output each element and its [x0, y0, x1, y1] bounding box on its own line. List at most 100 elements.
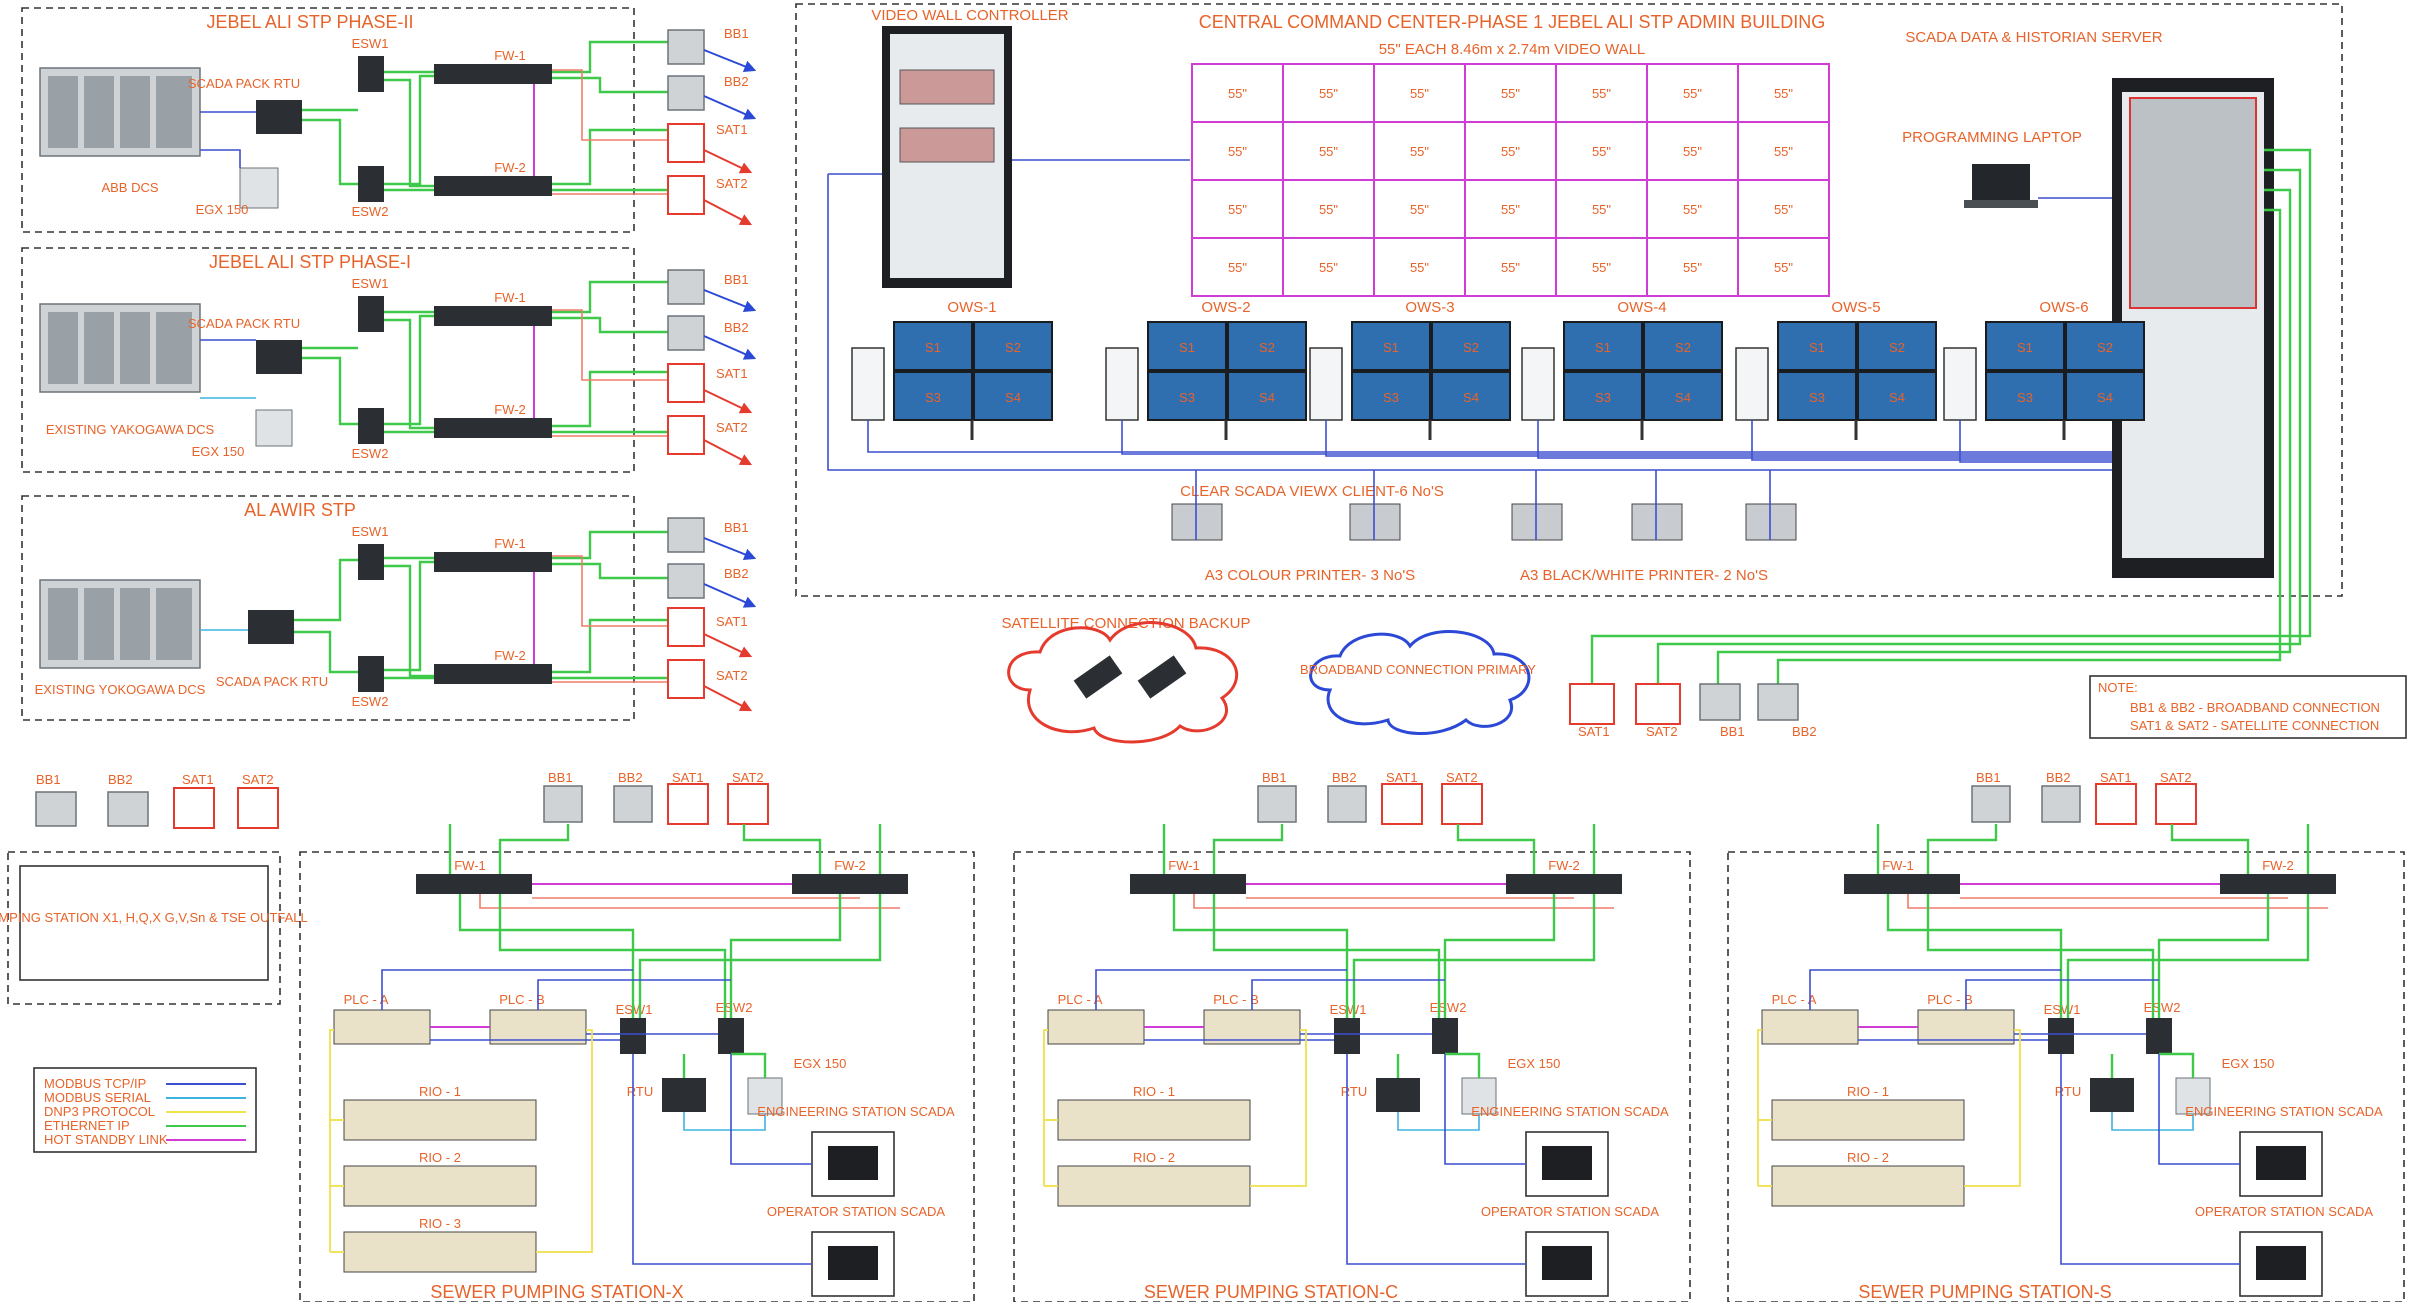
bb2-label: BB2 — [724, 566, 749, 581]
tile-label: 55" — [1774, 260, 1793, 275]
engineering-station-label: ENGINEERING STATION SCADA — [2185, 1104, 2383, 1119]
tile-label: 55" — [1501, 202, 1520, 217]
modem-icon — [613, 785, 653, 823]
satellite-dish-icon — [237, 787, 279, 829]
tile-label: 55" — [1228, 86, 1247, 101]
fw1-icon — [416, 874, 532, 894]
video-wall-tile: 55" — [1191, 121, 1284, 181]
satellite-dish-icon — [727, 783, 769, 825]
scada-clients-label: CLEAR SCADA VIEWX CLIENT-6 No'S — [1180, 483, 1444, 500]
satellite-dish-icon — [1381, 783, 1423, 825]
plc-a-label: PLC - A — [1772, 992, 1817, 1007]
printer-icon — [1745, 503, 1797, 541]
video-wall-tile: 55" — [1737, 121, 1830, 181]
screen-label: S1 — [1179, 340, 1195, 355]
tile-label: 55" — [1592, 144, 1611, 159]
tile-label: 55" — [1228, 144, 1247, 159]
fw2-icon — [2220, 874, 2336, 894]
video-wall-controller-rack — [882, 26, 1012, 288]
fw2-icon — [434, 176, 552, 196]
tile-label: 55" — [1319, 86, 1338, 101]
abb-dcs-cabinet — [39, 67, 201, 157]
modem-icon — [667, 269, 705, 305]
tile-label: 55" — [1319, 202, 1338, 217]
video-wall-tile: 55" — [1646, 63, 1739, 123]
screen-label: S4 — [1005, 390, 1021, 405]
legend-label: MODBUS SERIAL — [44, 1090, 151, 1105]
rtu-icon — [248, 610, 294, 644]
tile-label: 55" — [1410, 260, 1429, 275]
esw2-label: ESW2 — [352, 446, 389, 461]
tile-label: 55" — [1410, 202, 1429, 217]
site-phase2-frame — [21, 7, 635, 233]
video-wall-tile: 55" — [1464, 237, 1557, 297]
fw1-label: FW-1 — [1882, 858, 1914, 873]
monitor-icon — [1542, 1246, 1592, 1280]
fw2-label: FW-2 — [494, 160, 526, 175]
video-wall-tile: 55" — [1282, 237, 1375, 297]
plc-b-label: PLC - B — [1213, 992, 1259, 1007]
screen-label: S2 — [1259, 340, 1275, 355]
rio-label: RIO - 2 — [1847, 1150, 1889, 1165]
rtu-label: SCADA PACK RTU — [188, 76, 300, 91]
sat1-label: SAT1 — [716, 614, 748, 629]
modem-icon — [2041, 785, 2081, 823]
rtu-label: RTU — [1341, 1084, 1367, 1099]
comm-stack-awir: BB1 BB2 SAT1 SAT2 — [667, 517, 757, 712]
tile-label: 55" — [1774, 202, 1793, 217]
monitor-icon — [1227, 321, 1307, 371]
rtu-label: RTU — [2055, 1084, 2081, 1099]
plc-b-icon — [489, 1009, 587, 1045]
plc-a-label: PLC - A — [1058, 992, 1103, 1007]
modem-icon — [667, 75, 705, 111]
monitor-icon — [893, 371, 973, 421]
dcs-label: EXISTING YOKOGAWA DCS — [35, 682, 206, 697]
monitor-icon — [2256, 1246, 2306, 1280]
site-phase2-title: JEBEL ALI STP PHASE-II — [206, 12, 413, 32]
rio-icon — [343, 1231, 537, 1273]
satellite-dish-icon — [667, 659, 705, 699]
satellite-dish-icon — [173, 787, 215, 829]
screen-label: S1 — [1809, 340, 1825, 355]
screen-label: S4 — [1259, 390, 1275, 405]
satellite-dish-icon — [667, 123, 705, 163]
satellite-dish-icon — [667, 783, 709, 825]
screen-label: S2 — [1675, 340, 1691, 355]
screen-label: S2 — [1463, 340, 1479, 355]
video-wall-tile: 55" — [1555, 237, 1648, 297]
sat1-label: SAT1 — [716, 122, 748, 137]
esw2-icon — [1432, 1018, 1458, 1054]
egx-icon — [255, 409, 293, 447]
comm-stack-phase2: BB1 BB2 SAT1 SAT2 — [667, 26, 757, 226]
modem-icon — [667, 563, 705, 599]
monitor-icon — [1857, 321, 1937, 371]
bb2-label: BB2 — [2046, 770, 2071, 785]
site-phase1-title: JEBEL ALI STP PHASE-I — [209, 252, 411, 272]
comm-stack-phase1: BB1 BB2 SAT1 SAT2 — [667, 269, 757, 466]
fw1-icon — [434, 552, 552, 572]
modem-icon — [1971, 785, 2011, 823]
fw2-label: FW-2 — [494, 648, 526, 663]
satellite-icon — [1073, 655, 1123, 699]
monitor-icon — [1777, 371, 1857, 421]
pc-tower-icon — [1309, 347, 1343, 421]
note-title: NOTE: — [2098, 680, 2138, 695]
video-wall-tile: 55" — [1282, 179, 1375, 239]
plc-a-icon — [1761, 1009, 1859, 1045]
monitor-icon — [1351, 321, 1431, 371]
esw2-label: ESW2 — [2144, 1000, 2181, 1015]
fw1-label: FW-1 — [1168, 858, 1200, 873]
bw-printers — [1631, 503, 1797, 541]
satellite-cloud-label: SATELLITE CONNECTION BACKUP — [1002, 615, 1251, 632]
tile-label: 55" — [1592, 86, 1611, 101]
tile-label: 55" — [1410, 144, 1429, 159]
sat2-label: SAT2 — [732, 770, 764, 785]
monitor-icon — [2256, 1146, 2306, 1180]
sat2-label: SAT2 — [242, 772, 274, 787]
modem-icon — [1257, 785, 1297, 823]
bb2-label: BB2 — [724, 74, 749, 89]
screen-label: S1 — [925, 340, 941, 355]
